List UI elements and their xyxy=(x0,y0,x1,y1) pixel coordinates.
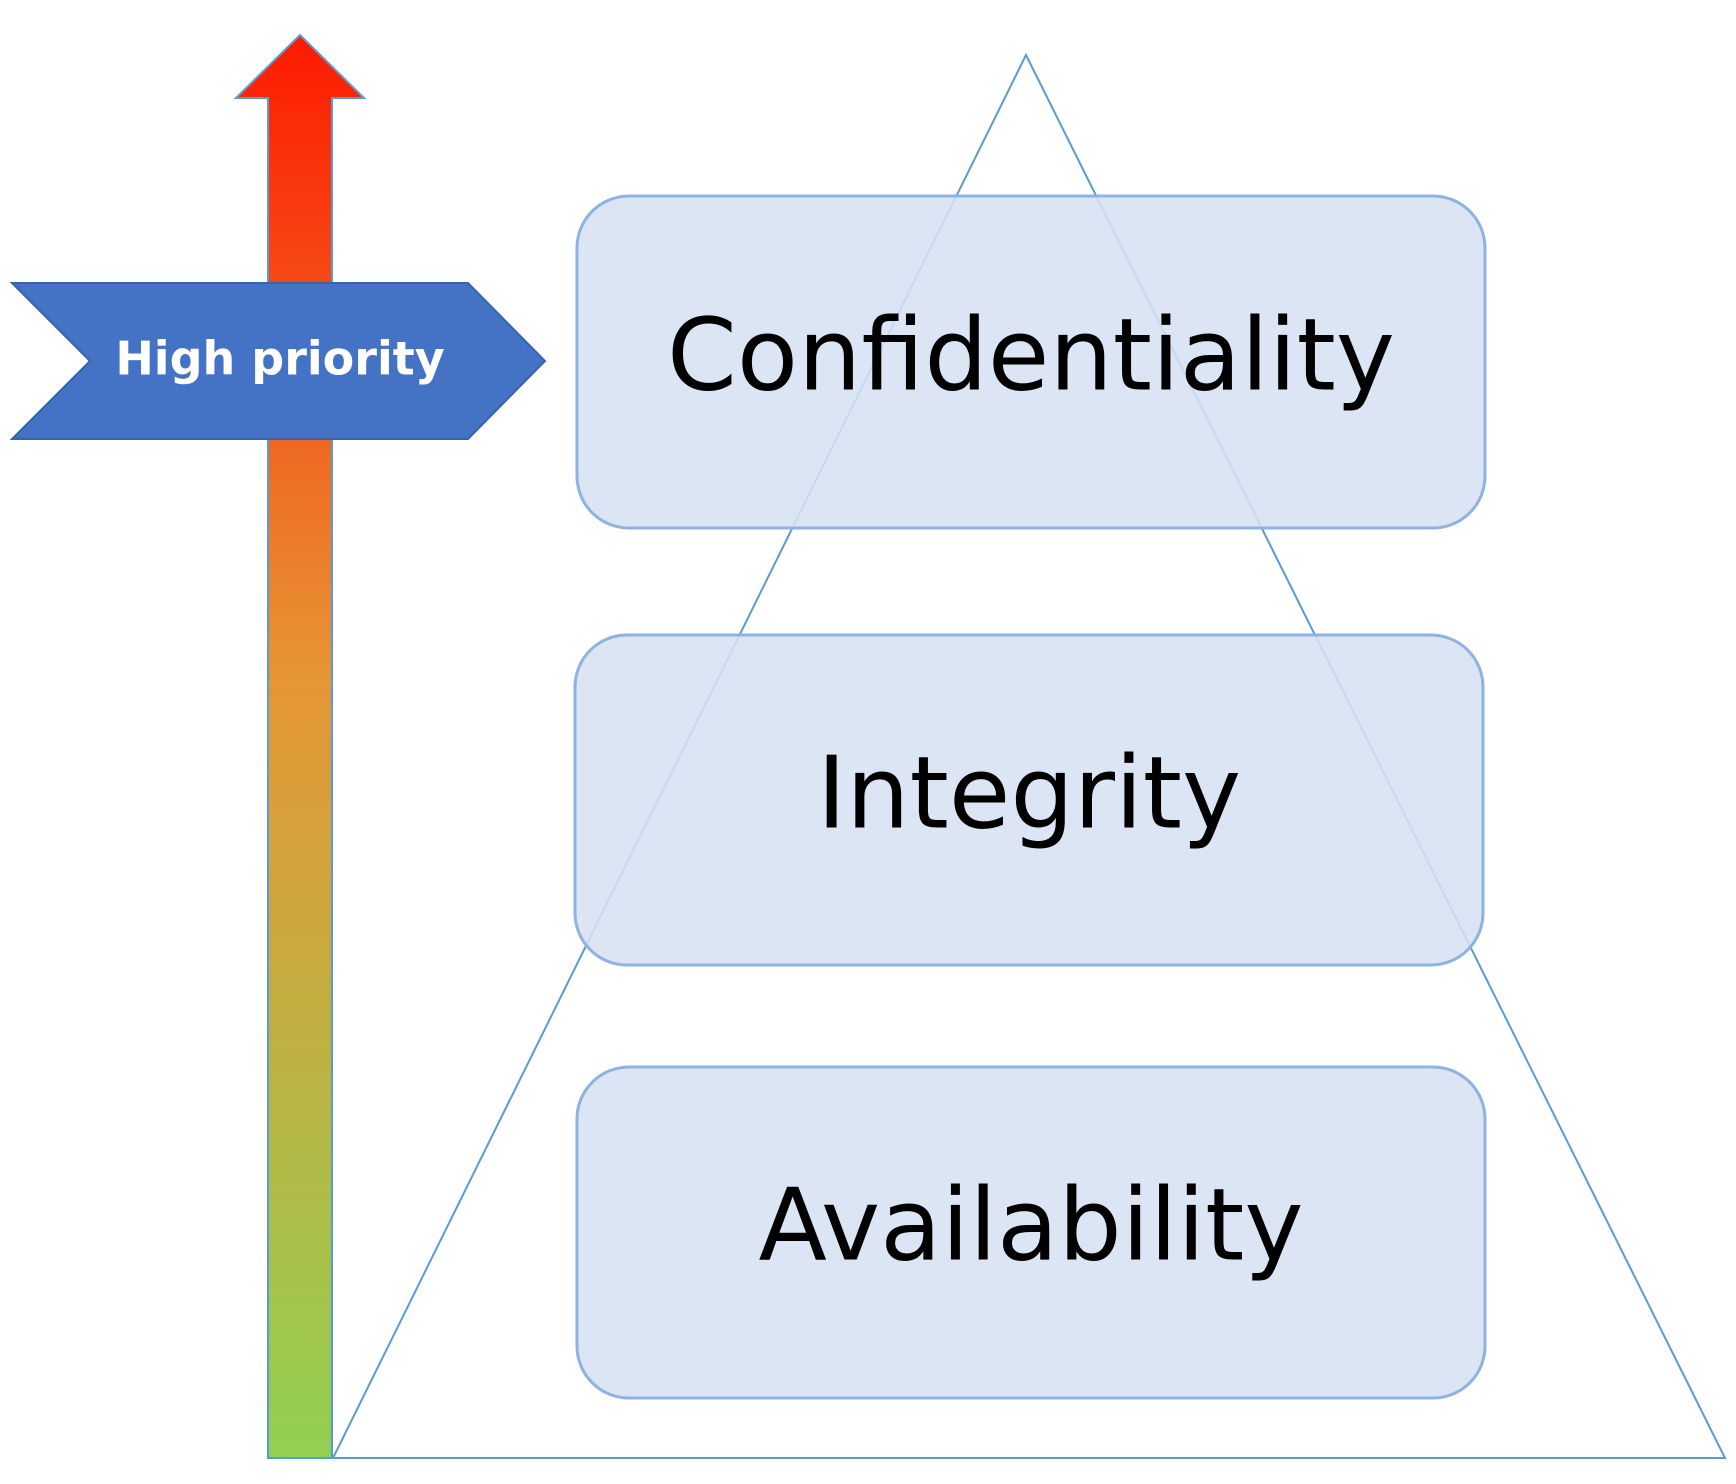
tier-availability: Availability xyxy=(575,1065,1487,1400)
tier-box xyxy=(575,1065,1487,1400)
tier-box xyxy=(573,633,1485,967)
tier-label: Confidentiality xyxy=(667,296,1395,413)
tag-shape xyxy=(9,282,547,440)
tier-box xyxy=(575,194,1487,530)
tag-label: High priority xyxy=(115,332,444,386)
priority-arrow xyxy=(233,33,367,1459)
high-priority-tag: High priority xyxy=(9,282,547,440)
tier-label: Integrity xyxy=(817,734,1241,851)
tier-integrity: Integrity xyxy=(573,633,1485,967)
tier-confidentiality: Confidentiality xyxy=(575,194,1487,530)
tier-label: Availability xyxy=(758,1166,1303,1283)
